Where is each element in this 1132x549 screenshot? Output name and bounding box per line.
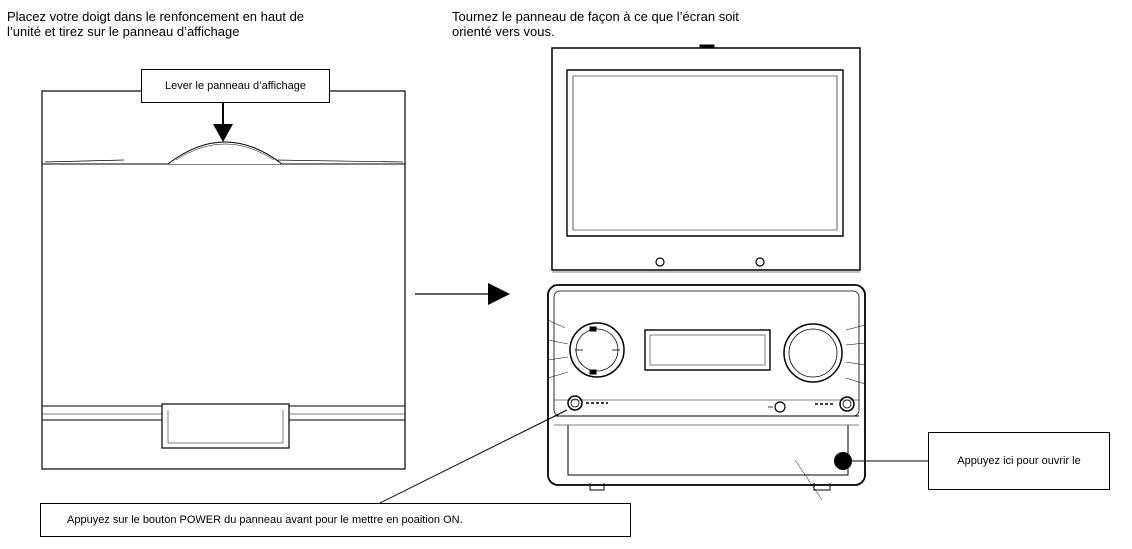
lift-arrow <box>213 102 233 142</box>
step2-caption-line1: Tournez le panneau de façon à ce que l’é… <box>452 9 739 24</box>
lift-panel-callout-text: Lever le panneau d’affichage <box>164 80 307 92</box>
step2-caption-line2: orienté vers vous. <box>452 24 555 39</box>
open-tray-callout-text: Appuyez ici pour ouvrir le <box>957 455 1081 467</box>
power-button-callout-text: Appuyez sur le bouton POWER du panneau a… <box>67 514 463 526</box>
step2-caption: Tournez le panneau de façon à ce que l’é… <box>452 9 739 39</box>
open-tray-callout: Appuyez ici pour ouvrir le <box>928 432 1110 490</box>
step1-caption-line2: l’unité et tirez sur le panneau d’affich… <box>7 24 240 39</box>
power-leader-line <box>379 409 568 504</box>
transition-arrow <box>415 283 510 305</box>
open-unit-drawing <box>547 44 866 501</box>
lift-panel-callout: Lever le panneau d’affichage <box>141 69 330 103</box>
closed-unit-drawing <box>41 90 406 470</box>
power-button-callout: Appuyez sur le bouton POWER du panneau a… <box>40 503 631 537</box>
step1-caption: Placez votre doigt dans le renfoncement … <box>7 9 304 39</box>
eject-button-marker <box>834 452 852 470</box>
step1-caption-line1: Placez votre doigt dans le renfoncement … <box>7 9 305 24</box>
